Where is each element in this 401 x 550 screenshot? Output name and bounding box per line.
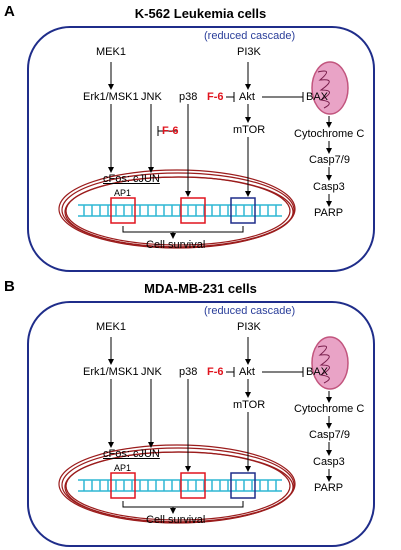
node-parp: PARP <box>314 207 344 219</box>
node-mtor: mTOR <box>233 124 266 136</box>
survival-bracket <box>122 501 244 508</box>
node-casp79: Casp7/9 <box>309 154 350 166</box>
node-mek1: MEK1 <box>96 46 126 58</box>
panel-b: B MDA-MB-231 cells (reduced cascade) MEK… <box>0 275 401 550</box>
node-cfos: cFos: cJUN <box>103 173 160 185</box>
node-ap1: AP1 <box>114 463 132 473</box>
node-akt: Akt <box>239 91 255 103</box>
node-mek1: MEK1 <box>96 321 126 333</box>
nucleus-icon <box>58 444 296 524</box>
node-pi3k: PI3K <box>237 321 261 333</box>
panel-letter: A <box>4 3 15 20</box>
mitochondrion-icon <box>311 61 349 115</box>
node-cfos: cFos: cJUN <box>103 448 160 460</box>
gene-box-mtor <box>230 472 256 499</box>
survival-bracket <box>122 226 244 233</box>
node-p38: p38 <box>179 91 198 103</box>
cascade-note: (reduced cascade) <box>204 305 296 317</box>
inhibit-f6-jnk <box>157 126 177 136</box>
node-akt: Akt <box>239 366 255 378</box>
dna-helix-icon <box>78 204 282 217</box>
gene-box-mtor <box>230 197 256 224</box>
inhibitor-f6-jnk: F-6 <box>162 125 179 137</box>
gene-box-p38 <box>180 197 206 224</box>
node-bax: BAX <box>306 366 329 378</box>
node-casp3: Casp3 <box>313 181 345 193</box>
gene-box-ap1 <box>110 197 136 224</box>
inhibit-f6-akt <box>226 367 235 377</box>
node-bax: BAX <box>306 91 329 103</box>
inhibit-akt-bax <box>262 92 304 102</box>
panel-title: K-562 Leukemia cells <box>134 6 267 21</box>
inhibitor-f6-akt: F-6 <box>207 366 224 378</box>
node-cell-survival: Cell survival <box>146 514 206 526</box>
cell-membrane <box>27 26 375 272</box>
inhibit-f6-akt <box>226 92 235 102</box>
node-mtor: mTOR <box>233 399 266 411</box>
node-pi3k: PI3K <box>237 46 261 58</box>
panel-a: A K-562 Leukemia cells (reduced cascade)… <box>4 3 375 272</box>
node-ap1: AP1 <box>114 188 132 198</box>
node-parp: PARP <box>314 482 344 494</box>
node-cytochrome: Cytochrome C <box>294 128 365 140</box>
cell-membrane <box>27 301 375 547</box>
panel-letter: B <box>4 278 15 295</box>
inhibit-akt-bax <box>262 367 304 377</box>
node-casp3: Casp3 <box>313 456 345 468</box>
node-p38: p38 <box>179 366 198 378</box>
node-cell-survival: Cell survival <box>146 239 206 251</box>
node-jnk: JNK <box>141 91 162 103</box>
node-erk: Erk1/MSK1 <box>83 91 139 103</box>
cascade-note: (reduced cascade) <box>204 30 296 42</box>
inhibitor-f6-akt: F-6 <box>207 91 224 103</box>
gene-box-p38 <box>180 472 206 499</box>
dna-helix-icon <box>78 479 282 492</box>
panel-title: MDA-MB-231 cells <box>144 281 257 296</box>
gene-box-ap1 <box>110 472 136 499</box>
node-casp79: Casp7/9 <box>309 429 350 441</box>
panel-a-diagram <box>27 26 375 272</box>
node-erk: Erk1/MSK1 <box>83 366 139 378</box>
node-jnk: JNK <box>141 366 162 378</box>
panel-b-diagram <box>27 301 375 547</box>
nucleus-icon <box>58 169 296 249</box>
mitochondrion-icon <box>311 336 349 390</box>
node-cytochrome: Cytochrome C <box>294 403 365 415</box>
